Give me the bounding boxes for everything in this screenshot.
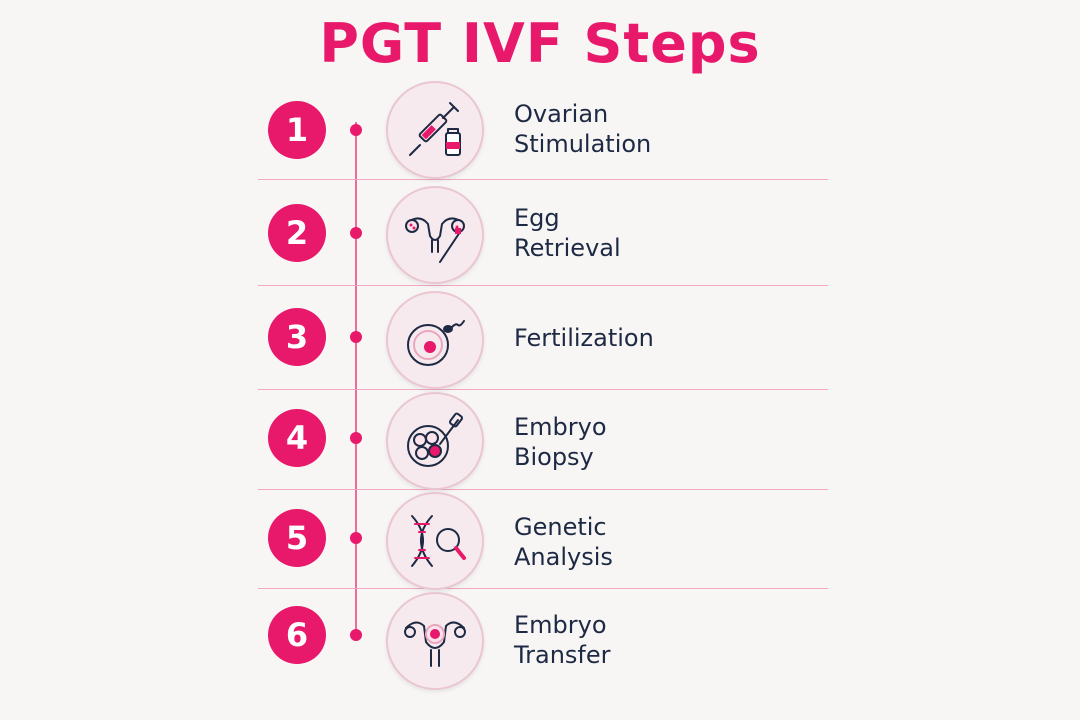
egg-sperm-icon <box>386 291 484 389</box>
timeline-line <box>355 122 357 634</box>
step-divider <box>258 179 828 180</box>
step-label-line: Embryo <box>514 611 607 639</box>
step-label: Genetic Analysis <box>514 512 814 572</box>
step-label-line: Ovarian <box>514 100 609 128</box>
step-label-line: Analysis <box>514 543 613 571</box>
step-embryo-biopsy: 4 Embryo Biopsy <box>0 392 1080 492</box>
step-label-line: Biopsy <box>514 443 594 471</box>
step-divider <box>258 285 828 286</box>
step-label: Embryo Biopsy <box>514 412 814 472</box>
step-label-line: Genetic <box>514 513 607 541</box>
step-fertilization: 3 Fertilization <box>0 291 1080 391</box>
step-number-badge: 2 <box>268 204 326 262</box>
uterus-embryo-icon <box>386 592 484 690</box>
step-number-badge: 5 <box>268 509 326 567</box>
timeline-dot <box>350 124 362 136</box>
timeline-dot <box>350 629 362 641</box>
embryo-pipette-icon <box>386 392 484 490</box>
step-number-badge: 3 <box>268 308 326 366</box>
step-label: Embryo Transfer <box>514 610 814 670</box>
step-label: Ovarian Stimulation <box>514 99 814 159</box>
timeline-dot <box>350 532 362 544</box>
timeline-dot <box>350 227 362 239</box>
timeline-dot <box>350 432 362 444</box>
step-divider <box>258 389 828 390</box>
step-label-line: Fertilization <box>514 324 654 352</box>
step-embryo-transfer: 6 Embryo Transfer <box>0 592 1080 692</box>
step-ovarian-stimulation: 1 Ovarian Stimulation <box>0 79 1080 179</box>
step-label: Egg Retrieval <box>514 203 814 263</box>
timeline-dot <box>350 331 362 343</box>
step-divider <box>258 588 828 589</box>
step-number-badge: 4 <box>268 409 326 467</box>
step-egg-retrieval: 2 Egg Retrieval <box>0 185 1080 285</box>
step-label-line: Stimulation <box>514 130 652 158</box>
syringe-vial-icon <box>386 81 484 179</box>
step-label-line: Retrieval <box>514 234 621 262</box>
step-label: Fertilization <box>514 323 814 353</box>
step-genetic-analysis: 5 Genetic Analysis <box>0 492 1080 592</box>
dna-magnifier-icon <box>386 492 484 590</box>
step-divider <box>258 489 828 490</box>
step-number-badge: 6 <box>268 606 326 664</box>
step-number-badge: 1 <box>268 101 326 159</box>
uterus-needle-icon <box>386 186 484 284</box>
step-label-line: Egg <box>514 204 560 232</box>
page-title: PGT IVF Steps <box>319 12 761 75</box>
step-label-line: Transfer <box>514 641 611 669</box>
step-label-line: Embryo <box>514 413 607 441</box>
